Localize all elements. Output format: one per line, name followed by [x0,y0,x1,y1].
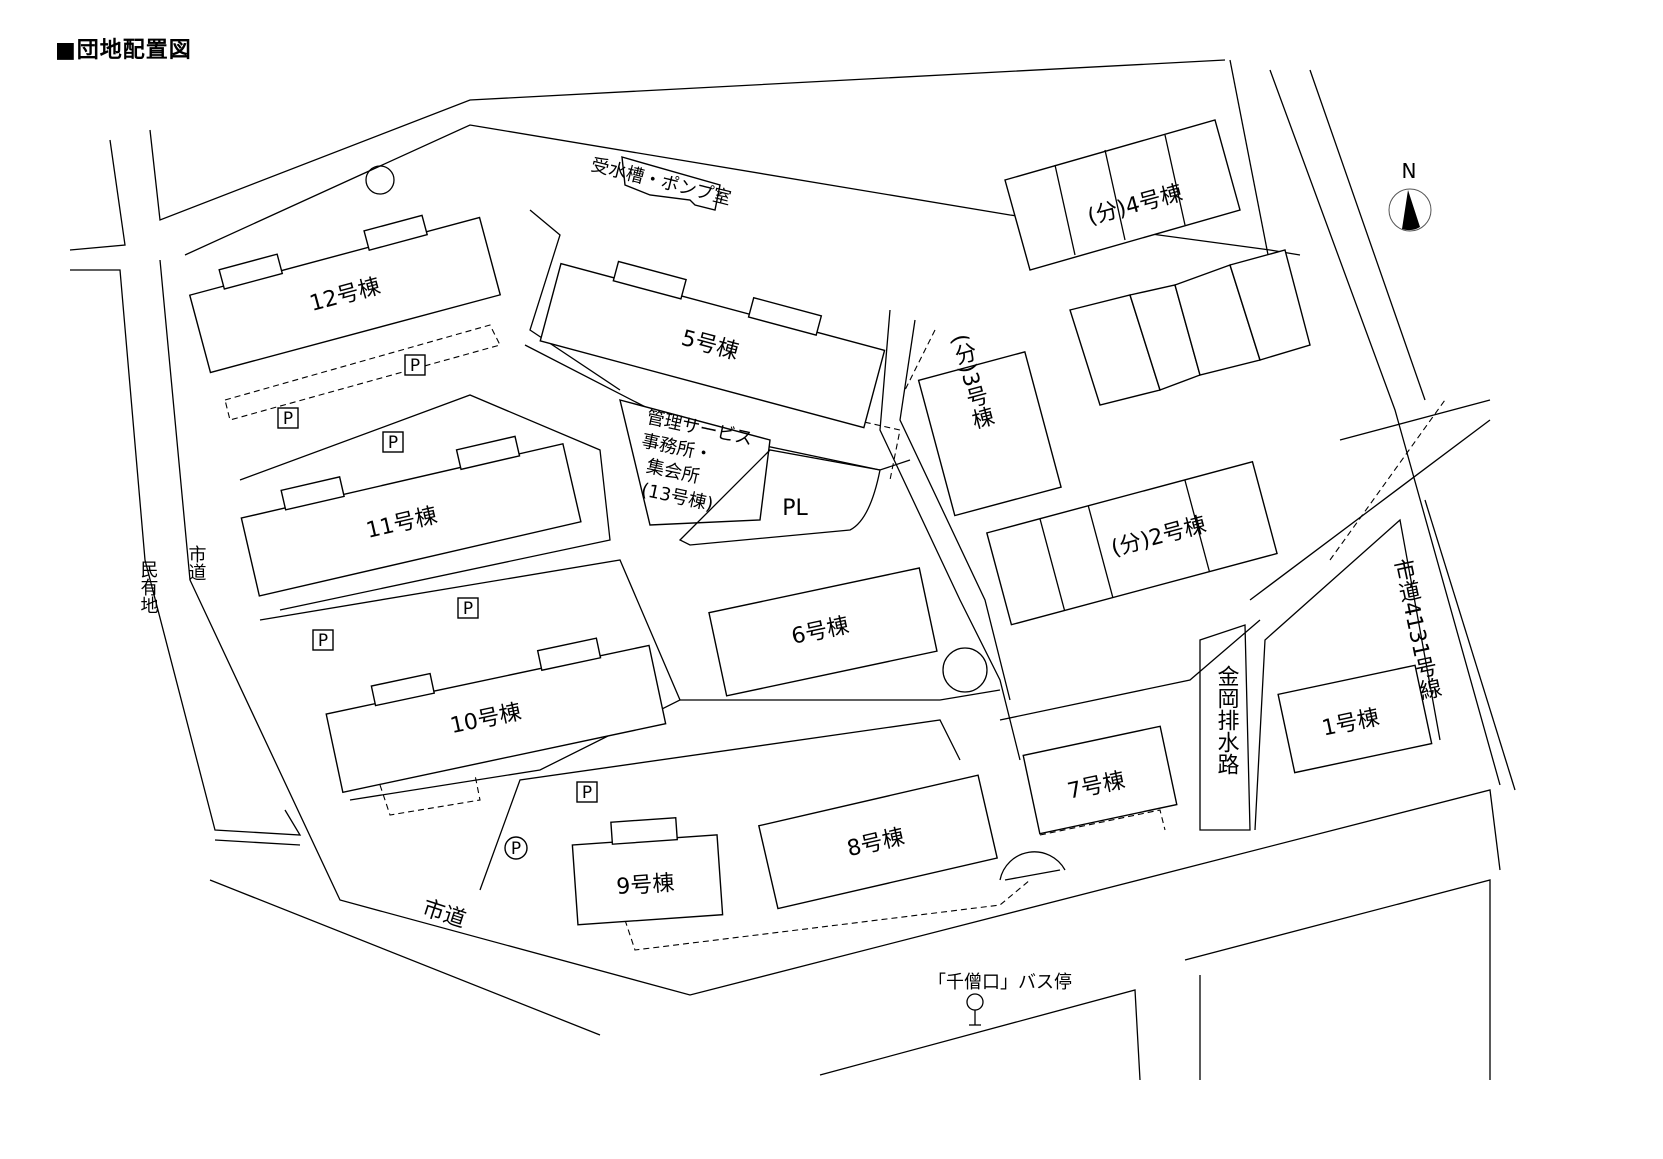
building-2[interactable]: (分)2号棟 [985,460,1278,626]
building-6[interactable]: 6号棟 [708,567,938,697]
north-arrow-icon: N [1388,159,1432,232]
building-12[interactable]: 12号棟 [185,201,502,374]
svg-text:P: P [318,631,328,651]
svg-text:P: P [511,839,521,859]
building-5[interactable]: 5号棟 [539,247,889,429]
bus-stop: 「千僧口」バス停 [928,972,1072,1026]
parking-blocks-east [1069,249,1311,406]
pump-room[interactable]: 受水槽・ポンプ室 [589,154,733,211]
playground-label: PL [782,496,808,521]
building-11[interactable]: 11号棟 [237,426,582,597]
private-land-label: 民有地 [138,560,159,614]
internal-roads [239,165,1261,891]
building-8[interactable]: 8号棟 [757,774,999,910]
building-1[interactable]: 1号棟 [1277,664,1433,774]
drain-label: 金岡排水路 [1214,665,1240,775]
management-office[interactable]: 管理サービス 事務所・ 集会所 (13号棟) [619,399,771,526]
parking-marker: P [457,597,479,619]
north-label: N [1402,159,1417,183]
building-7[interactable]: 7号棟 [1022,725,1178,835]
parking-marker: P [382,431,404,453]
road-label-bottom: 市道 [419,896,469,933]
parking-markers: P P P P P P P [277,354,598,860]
building-10[interactable]: 10号棟 [322,628,667,794]
svg-text:P: P [388,433,398,453]
svg-text:P: P [283,409,293,429]
building-9[interactable]: 9号棟 [571,815,724,926]
building-4[interactable]: (分)4号棟 [1004,119,1241,271]
parking-marker: P [277,407,299,429]
svg-text:P: P [410,356,420,376]
parking-marker: P [576,781,598,803]
svg-text:P: P [463,599,473,619]
road-label-left: 市道 [186,545,207,581]
map-title: ■団地配置図 [55,38,192,63]
svg-text:P: P [582,783,592,803]
building-3[interactable]: (分)3号棟 [910,319,1062,517]
playground[interactable]: PL [678,449,881,546]
bus-stop-label: 「千僧口」バス停 [928,972,1072,993]
parking-marker: P [312,629,334,651]
parking-marker: P [404,354,426,376]
bus-stop-icon [966,993,984,1011]
building-label: 9号棟 [616,871,676,900]
dashed-boundaries [224,324,1446,951]
parking-marker: P [504,836,528,860]
